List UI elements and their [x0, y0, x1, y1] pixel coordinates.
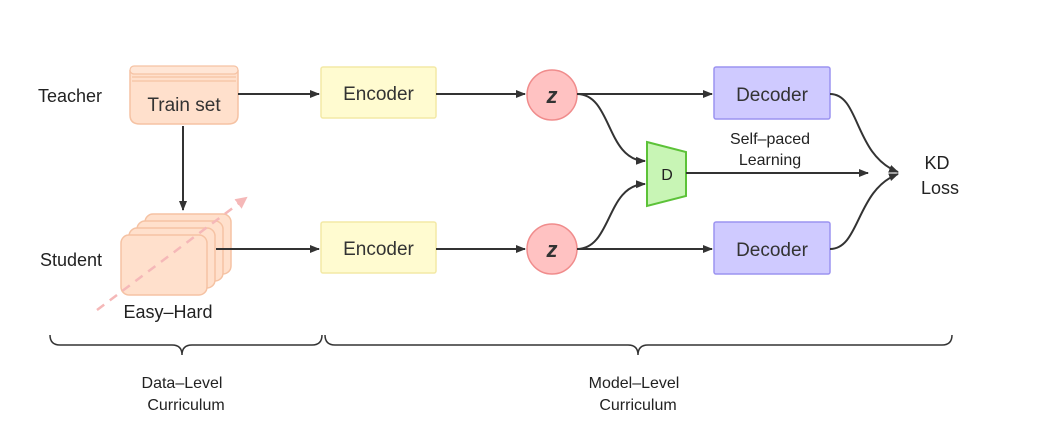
model-level-brace: [324, 334, 953, 356]
encoder-teacher-label: Encoder: [343, 84, 414, 105]
arrow-decoder-student-kd: [829, 173, 899, 250]
encoder-teacher: Encoder: [320, 66, 437, 119]
student-label: Student: [40, 250, 102, 270]
self-paced-label-line1: Self–paced: [730, 131, 810, 148]
train-set-label: Train set: [147, 95, 221, 116]
discriminator-label: D: [661, 167, 673, 184]
easy-hard-label: Easy–Hard: [123, 302, 212, 322]
encoder-student-label: Encoder: [343, 239, 414, 260]
latent-teacher: z: [526, 69, 578, 121]
decoder-teacher-label: Decoder: [736, 85, 808, 106]
data-level-label-line1: Data–Level: [142, 375, 223, 392]
encoder-student: Encoder: [320, 221, 437, 274]
data-level-label-line2: Curriculum: [147, 397, 224, 414]
decoder-student: Decoder: [713, 221, 831, 275]
decoder-student-label: Decoder: [736, 240, 808, 261]
self-paced-label-line2: Learning: [739, 152, 801, 169]
model-level-label-line2: Curriculum: [599, 397, 676, 414]
train-set-dataset: Train set: [129, 65, 239, 125]
teacher-label: Teacher: [38, 86, 102, 106]
kd-loss-label-line1: KD: [924, 153, 949, 173]
discriminator: D: [646, 140, 687, 208]
latent-student-label: z: [546, 237, 558, 262]
arrow-z-student-disc: [576, 180, 646, 250]
latent-teacher-label: z: [546, 83, 558, 108]
latent-student: z: [526, 223, 578, 275]
kd-loss-label-line2: Loss: [921, 178, 959, 198]
model-level-label-line1: Model–Level: [589, 375, 680, 392]
arrow-decoder-teacher-kd: [829, 93, 899, 173]
data-level-brace: [49, 334, 323, 356]
decoder-teacher: Decoder: [713, 66, 831, 120]
student-data-cards: [120, 213, 232, 296]
arrow-z-teacher-disc: [576, 93, 646, 165]
